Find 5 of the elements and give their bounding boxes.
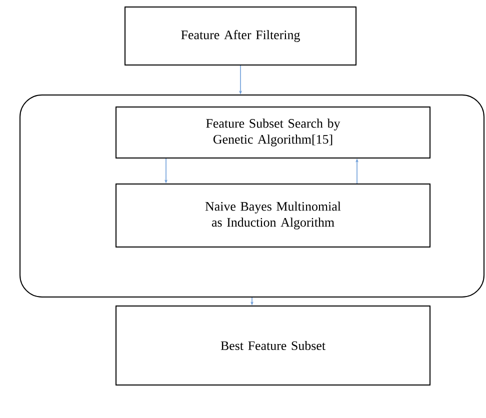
process-box: Best Feature Subset <box>116 306 430 386</box>
process-box: Feature Subset Search by Genetic Algorithm[15] <box>116 106 430 158</box>
group-container <box>20 94 484 298</box>
process-box: Naive Bayes Multinomial as Induction Algorithm <box>116 184 430 248</box>
process-box: Feature After Filtering <box>124 6 356 66</box>
